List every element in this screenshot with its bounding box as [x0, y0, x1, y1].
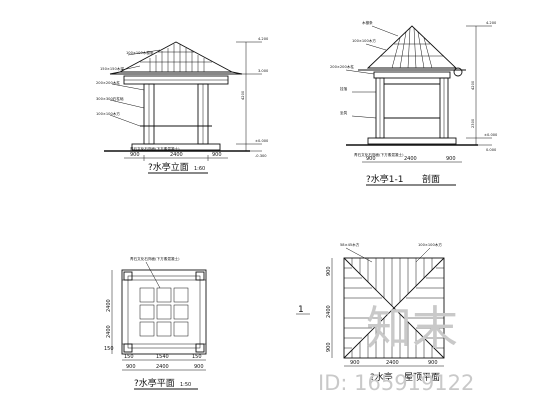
elevation-scale: 1:60 [194, 166, 205, 172]
roof-plan-height-dim-mid: 2400 [326, 305, 332, 318]
plan-sub-dim-right: 150 [192, 354, 202, 360]
section-level-top: 4.200 [486, 21, 497, 25]
section-width-dim-right: 900 [446, 156, 456, 162]
elevation-width-dim-mid: 2400 [170, 152, 183, 158]
plan-width-dim-right: 900 [194, 364, 204, 370]
plan-sub-dim-left: 150 [124, 354, 134, 360]
section-callout-1: 木檩条 [362, 20, 373, 25]
section-beam [373, 71, 451, 79]
roof-plan-section-marker: 1 [298, 305, 304, 315]
section-roof [366, 25, 458, 69]
roof-plan-rafters [344, 258, 444, 358]
plan-sub-dim-mid: 1540 [156, 354, 169, 360]
section-callout-5: 坐凳 [340, 110, 348, 115]
plan-outline [121, 269, 207, 355]
section-callout-4: 挂落 [340, 86, 348, 91]
section-base [367, 137, 457, 145]
elevation-width-dim-left: 900 [130, 152, 140, 158]
watermark-logo: 知末 [366, 301, 458, 355]
roof-plan-label: 屋顶平面 [404, 372, 440, 383]
roof-plan-width-dim-right: 900 [428, 360, 438, 366]
watermark-id: ID: 165919122 [318, 371, 474, 395]
section-callout-3: 200×200木柱 [330, 64, 354, 69]
elevation-base-note: 青石文化石饰面(下方素混凝土) [130, 146, 180, 151]
elevation-callout-4: 300×300石柱础 [96, 96, 124, 101]
plan-height-dim-upper: 2400 [106, 299, 112, 312]
section-title: ?水亭1-1 [366, 173, 403, 185]
section-height-dim-upper: 4200 [471, 80, 475, 90]
elevation-level-floor: ±0.000 [255, 139, 269, 143]
plan-drawing: 青石文化石饰面(下方素混凝土) 2400 2400 150 150 1540 1… [104, 256, 207, 390]
elevation-roof [119, 41, 233, 73]
elevation-drawing: 4.200 3.000 ±0.000 -0.300 4200 100×100木檩… [96, 37, 269, 174]
roof-plan-width-dim-left: 900 [350, 360, 360, 366]
elevation-level-ground: -0.300 [255, 154, 267, 158]
plan-width-dim-mid: 2400 [156, 364, 169, 370]
section-height-dim-lower: 2300 [471, 118, 475, 128]
section-detail-marker [453, 67, 463, 77]
elevation-height-dim: 4200 [241, 90, 245, 100]
elevation-rafters [149, 44, 205, 72]
elevation-callout-5: 100×100木方 [96, 111, 120, 116]
roof-plan-width-dim-mid: 2400 [386, 360, 399, 366]
plan-scale: 1:50 [180, 382, 191, 388]
roof-plan-callout: 58×45木方 [340, 242, 360, 247]
elevation-level-top: 4.200 [258, 37, 269, 41]
plan-paving-grid [139, 287, 189, 337]
elevation-callout-1: 100×100木檩条 [126, 50, 154, 55]
roof-plan-drawing: 58×45木方 100×100木方 900 2400 900 1 900 240… [296, 242, 445, 383]
section-level-ground: 0.000 [486, 148, 497, 152]
plan-height-dim-small: 150 [104, 346, 114, 352]
plan-note: 青石文化石饰面(下方素混凝土) [130, 256, 180, 261]
plan-height-dim-lower: 2400 [106, 325, 112, 338]
section-level-floor: ±0.000 [484, 133, 498, 137]
elevation-callout-3: 200×200木柱 [96, 80, 120, 85]
section-base-note: 青石文化石饰面(下方素混凝土) [354, 152, 404, 157]
watermark: 知末 ID: 165919122 [318, 301, 474, 395]
section-callout-2: 100×100木方 [352, 38, 376, 43]
roof-plan-height-dim-top: 900 [326, 266, 332, 276]
plan-width-dim-left: 900 [126, 364, 136, 370]
section-width-dim-left: 900 [366, 156, 376, 162]
roof-plan-height-dim-bot: 900 [326, 342, 332, 352]
section-width-dim-mid: 2400 [404, 156, 417, 162]
elevation-width-dim-right: 900 [212, 152, 222, 158]
plan-title: ?水亭平面 [134, 377, 175, 389]
section-drawing: 4.200 ±0.000 0.000 4200 2300 木檩条 100×100… [330, 20, 498, 186]
section-label: 剖面 [422, 173, 440, 185]
section-rafters [391, 27, 433, 69]
roof-plan-title: ?水亭 [370, 371, 393, 383]
roof-plan-callout-2: 100×100木方 [418, 242, 442, 247]
elevation-level-eave: 3.000 [258, 69, 269, 73]
elevation-callout-2: 150×150木梁 [100, 66, 124, 71]
elevation-title: ?水亭立面 [148, 161, 189, 173]
roof-plan-outline [343, 257, 445, 359]
elevation-base [131, 143, 221, 151]
